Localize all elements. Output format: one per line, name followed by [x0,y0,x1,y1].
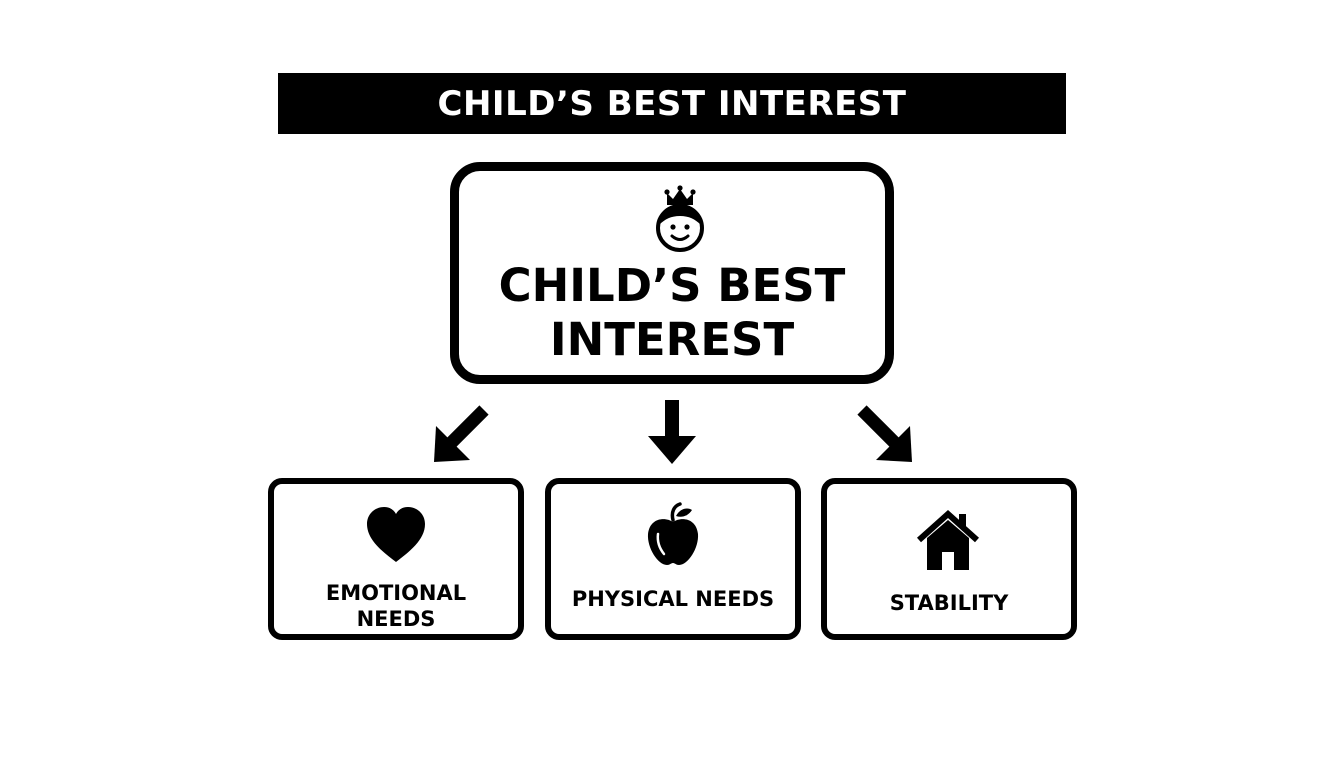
heart-icon [367,507,425,562]
node-stability-label: STABILITY [889,591,1009,615]
node-emotional-needs-label: EMOTIONAL NEEDS [325,581,467,631]
house-icon [916,509,980,570]
arrow-to-emotional-needs [434,405,489,462]
node-physical-needs: PHYSICAL NEEDS [545,478,801,640]
arrow-to-physical-needs [648,400,696,464]
diagram-title: CHILD’S BEST INTEREST [437,83,907,124]
center-node: CHILD’S BEST INTEREST [450,162,894,384]
apple-icon [647,502,699,565]
node-stability: STABILITY [821,478,1077,640]
title-banner: CHILD’S BEST INTEREST [278,73,1066,134]
node-physical-needs-label: PHYSICAL NEEDS [571,587,775,611]
arrow-to-stability [857,405,912,462]
child-crown-icon [656,185,704,252]
center-node-label: CHILD’S BEST INTEREST [498,259,846,366]
node-emotional-needs: EMOTIONAL NEEDS [268,478,524,640]
